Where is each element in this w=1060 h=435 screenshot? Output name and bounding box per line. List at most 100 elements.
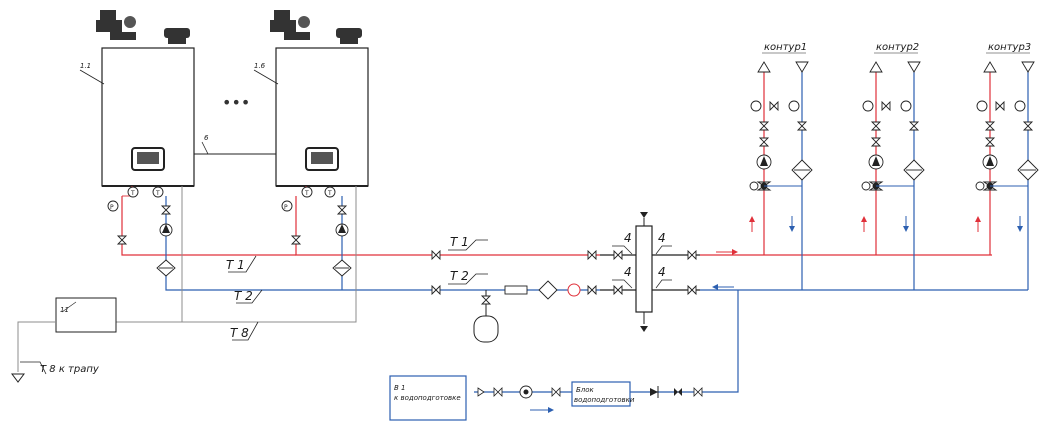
thermometer-icon [900, 100, 912, 112]
valve-icon [336, 205, 348, 215]
boiler-supply-piping [121, 186, 600, 256]
boiler-2-flue-icon [336, 28, 362, 44]
valve-icon [870, 121, 882, 131]
valve-icon [674, 388, 682, 396]
svg-text:P: P [284, 204, 288, 211]
actuator-icon [861, 181, 871, 191]
svg-text:T: T [304, 190, 309, 197]
thermometer-icon [127, 186, 139, 198]
circuit-2-components [861, 61, 925, 191]
actuator-icon [975, 181, 985, 191]
svg-text:T: T [327, 190, 332, 197]
boilers-ellipsis: ••• [222, 93, 250, 112]
distribution-supply [700, 72, 992, 256]
circuit-3-label: контур3 [988, 42, 1031, 53]
boiler-2-gas-valve-icon [270, 10, 310, 40]
svg-text:11: 11 [60, 306, 69, 314]
boiler-1-instruments: P T T [107, 186, 176, 277]
valve-icon [769, 100, 779, 112]
boiler-1-label: 1.1 [80, 62, 91, 70]
boiler-1: 1.1 [79, 10, 195, 187]
thermometer-icon [152, 186, 164, 198]
filter-icon [538, 280, 558, 300]
thermometer-icon [750, 100, 762, 112]
pipe-label-t2-main: T 2 [450, 269, 469, 283]
supply-terminal-icon [983, 61, 997, 73]
distribution-return [700, 72, 1029, 393]
svg-text:T: T [155, 190, 160, 197]
valve-icon [613, 249, 623, 261]
valve-icon [480, 295, 492, 305]
valve-icon [587, 284, 597, 296]
supply-terminal-icon [757, 61, 771, 73]
hydraulic-separator [600, 212, 700, 332]
drain-ground-icon [11, 373, 25, 383]
pipe-label-t1-main: T 1 [450, 235, 469, 249]
svg-text:T: T [130, 190, 135, 197]
boiler-2: 1.6 [253, 10, 369, 187]
valve-icon [160, 205, 172, 215]
valve-icon [551, 387, 561, 397]
drain-tank: 11 [11, 297, 117, 383]
strainer-icon [504, 285, 528, 295]
circuit-1-label: контур1 [764, 42, 807, 53]
thermometer-icon [976, 100, 988, 112]
boiler-link-cable: 6 [194, 134, 276, 155]
thermometer-icon [862, 100, 874, 112]
thermometer-icon [1014, 100, 1026, 112]
b1-sublabel: к водоподготовке [394, 394, 461, 402]
return-terminal-icon [795, 61, 809, 73]
valve-icon [758, 121, 770, 131]
valve-icon [431, 284, 441, 296]
boiler-2-instruments: P T T [281, 186, 352, 277]
pipe-label-t1-left: T 1 [226, 258, 245, 272]
flow-arrows [712, 216, 1023, 290]
check-valve-icon [477, 387, 485, 397]
treatment-block-label: Блок [576, 386, 595, 394]
valve-icon [758, 137, 770, 147]
valve-icon [1022, 121, 1034, 131]
main-supply-line [431, 239, 597, 261]
valve-icon [693, 387, 703, 397]
valve-icon [995, 100, 1005, 112]
expansion-tank-icon [473, 315, 499, 343]
valve-icon [881, 100, 891, 112]
pressure-gauge-icon [281, 200, 293, 212]
pipe-label-t8: T 8 [230, 326, 249, 340]
valve-icon [984, 137, 996, 147]
thermometer-icon [567, 283, 581, 297]
main-return-line [431, 273, 597, 343]
valve-icon [984, 121, 996, 131]
check-valve-icon [650, 388, 658, 396]
valve-icon [431, 249, 441, 261]
separator-callout: 4 [658, 265, 666, 279]
valve-icon [687, 284, 697, 296]
b1-label: В 1 [394, 384, 405, 392]
circuit-3-components [975, 61, 1039, 191]
return-terminal-icon [1021, 61, 1035, 73]
drain-valve-icon [640, 326, 648, 332]
treatment-block-sublabel: водоподготовки [574, 396, 635, 404]
separator-callout: 4 [624, 231, 632, 245]
boiler-2-label: 1.6 [254, 62, 266, 70]
actuator-icon [749, 181, 759, 191]
separator-callout: 4 [658, 231, 666, 245]
boiler-return-piping [165, 196, 600, 291]
pressure-gauge-icon [107, 200, 119, 212]
circuit-2-label: контур2 [876, 42, 919, 53]
valve-icon [116, 235, 128, 245]
b1-box [389, 375, 467, 421]
circuit-1-components [749, 61, 813, 191]
return-terminal-icon [907, 61, 921, 73]
water-treatment-line [389, 375, 706, 421]
boiler-1-flue-icon [164, 28, 190, 44]
valve-icon [870, 137, 882, 147]
pipe-label-t2-left: T 2 [234, 289, 253, 303]
valve-icon [908, 121, 920, 131]
boiler-1-gas-valve-icon [96, 10, 136, 40]
valve-icon [687, 249, 697, 261]
valve-icon [796, 121, 808, 131]
valve-icon [493, 387, 503, 397]
svg-text:P: P [110, 204, 114, 211]
